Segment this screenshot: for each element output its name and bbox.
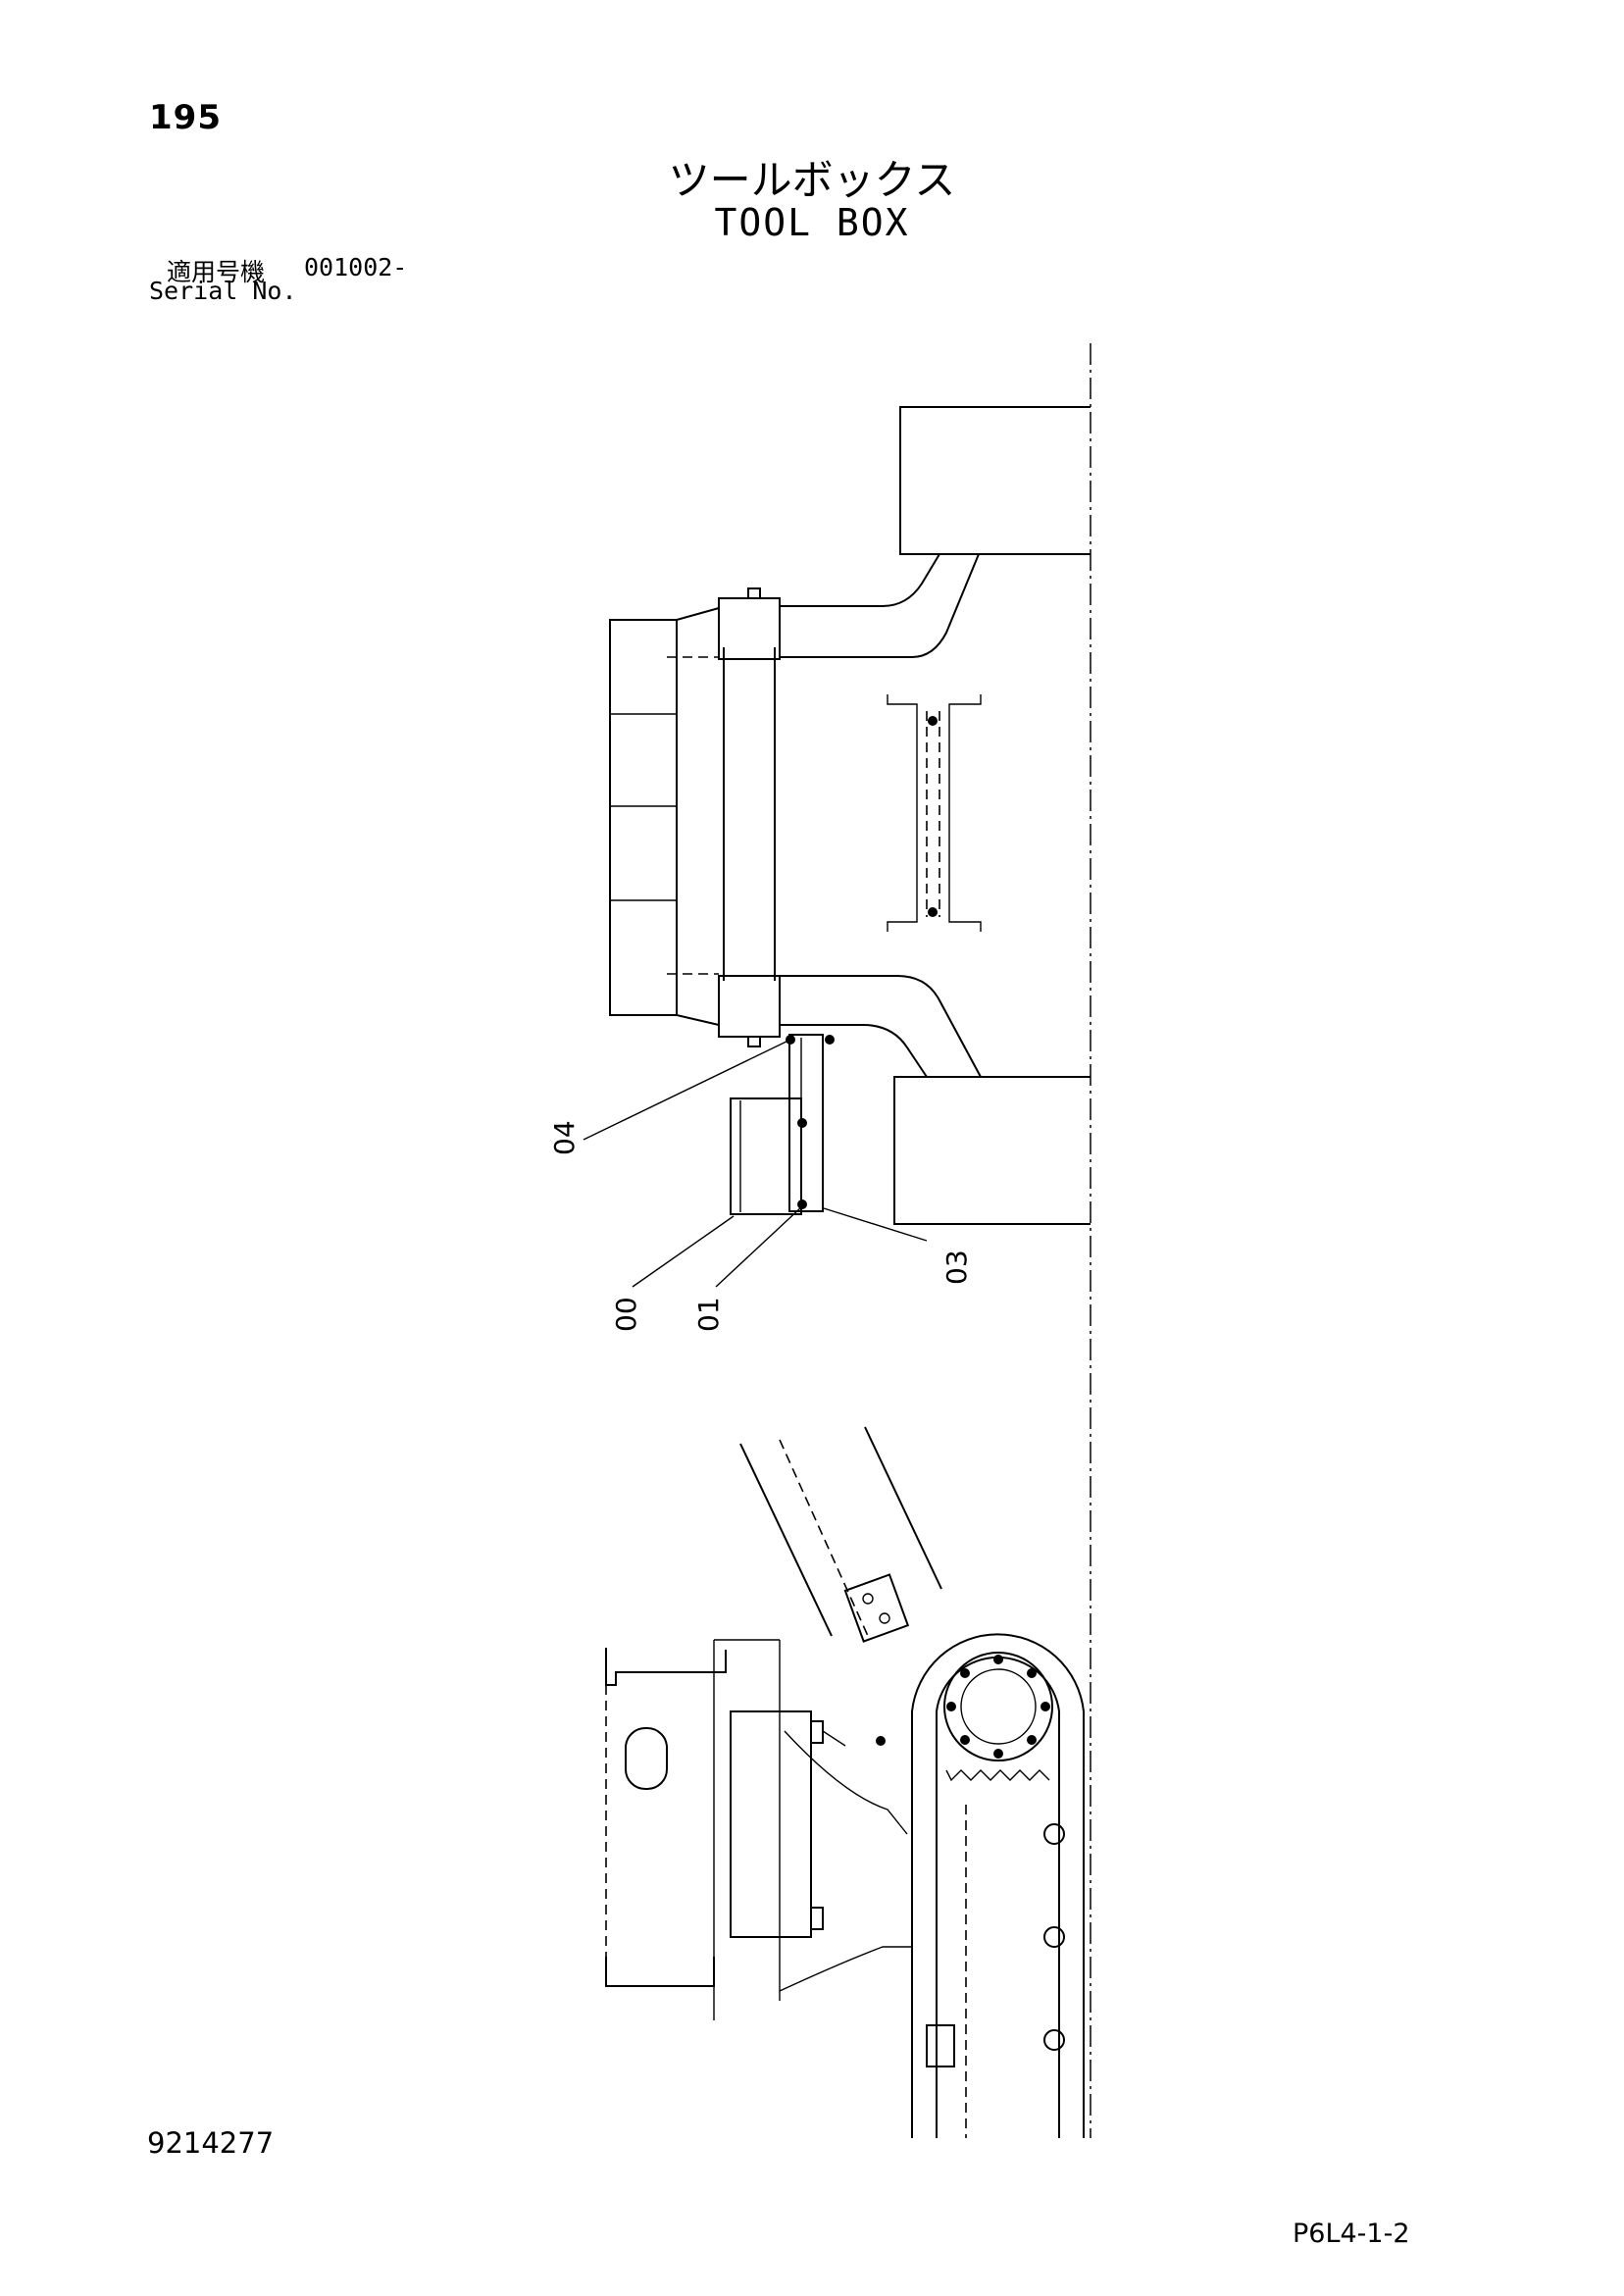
lower-clamp-tab: [747, 1036, 761, 1047]
cross-member-left: [887, 694, 918, 932]
sprocket-chain: [945, 1769, 1050, 1782]
page-number: 195: [149, 98, 222, 137]
callout-00: 00: [610, 1297, 642, 1332]
arm-hidden: [779, 1439, 869, 1637]
track-outer: [911, 1633, 1085, 2138]
tool-box-bracket: [788, 1034, 824, 1212]
document-number: 9214277: [147, 2126, 275, 2160]
callout-04: 04: [548, 1120, 581, 1155]
lower-pipe-inner: [780, 1024, 928, 1078]
lower-frame-block: [893, 1076, 1091, 1225]
tool-box-hinge-bottom: [810, 1907, 824, 1930]
upper-frame-block: [899, 406, 1091, 555]
arm-bracket: [843, 1573, 910, 1643]
title-japanese: ツールボックス: [668, 156, 956, 204]
arm-edge-right: [864, 1426, 942, 1590]
lower-pipe-outer: [780, 975, 982, 1078]
sprocket-teeth: [946, 1655, 1050, 1759]
side-frame-slot: [625, 1727, 668, 1790]
left-plate-outline: [609, 607, 720, 1026]
arm-bracket-hole-1: [862, 1593, 874, 1605]
bracket-bolt-lower: [797, 1199, 807, 1209]
side-bolt: [876, 1736, 886, 1746]
cross-bolt-bottom: [928, 907, 938, 917]
cross-bolt-top: [928, 716, 938, 726]
side-view-assembly: [605, 1426, 1085, 2138]
upper-clamp: [718, 597, 781, 660]
upper-pipe-outer: [780, 553, 940, 607]
callout-01: 01: [692, 1297, 725, 1332]
leader-01: [715, 1205, 803, 1288]
title-english: TOOL BOX: [714, 201, 910, 244]
frame-curve-lower: [779, 1946, 912, 1992]
cross-member-right: [948, 694, 982, 932]
hinge-link: [822, 1730, 846, 1747]
tool-box-hinge-top: [810, 1720, 824, 1744]
sprocket-center: [960, 1668, 1037, 1745]
serial-label-japanese: 適用号機: [167, 258, 266, 286]
tool-box: [730, 1097, 802, 1215]
arm-bracket-hole-2: [879, 1612, 890, 1624]
tool-box-side: [730, 1710, 812, 1938]
serial-label-english: Serial No.: [149, 277, 297, 305]
upper-pipe-inner: [780, 553, 980, 658]
top-view-assembly: [609, 406, 1091, 1225]
page-code: P6L4-1-2: [1293, 2219, 1410, 2249]
bolt-04b: [825, 1035, 835, 1045]
serial-range: 001002-: [304, 253, 408, 281]
leader-00: [632, 1215, 735, 1288]
leader-lines: [583, 1039, 928, 1288]
side-frame-bottom: [605, 1957, 715, 1987]
sprocket-hub: [943, 1652, 1053, 1761]
frame-curve-upper: [784, 1730, 908, 1835]
lower-roller-bracket: [926, 2024, 955, 2067]
side-frame-top: [605, 1648, 727, 1686]
callout-03: 03: [940, 1250, 973, 1285]
upper-clamp-tab: [747, 587, 761, 599]
arm-edge-left: [739, 1443, 833, 1637]
leader-03: [823, 1207, 928, 1242]
track-rollers: [1043, 1823, 1065, 2051]
lower-clamp: [718, 975, 781, 1038]
bracket-bolt: [797, 1118, 807, 1128]
leader-04: [583, 1039, 791, 1141]
